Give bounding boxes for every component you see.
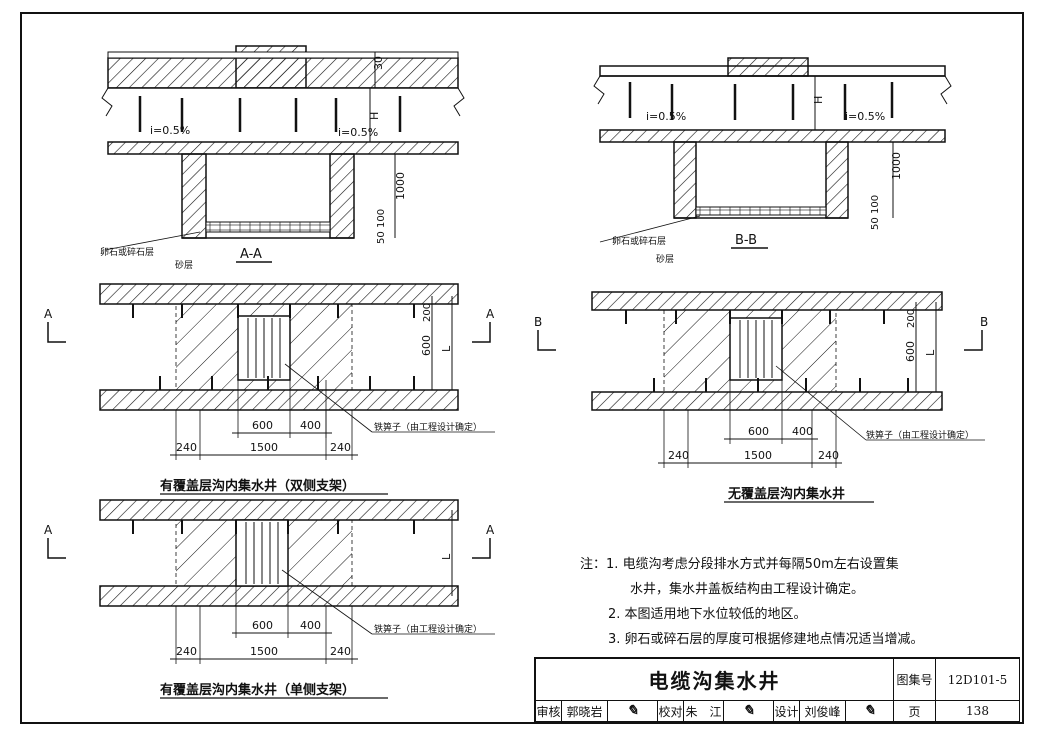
plan-double-support: 600 400 240 1500 240 200 600 L 铁箅子（由工程设计… <box>44 283 495 495</box>
page-label: 页 <box>894 701 936 722</box>
dim-l-plan1: L <box>440 345 453 352</box>
dim-h-label-bb: H <box>812 96 825 104</box>
dim-1500-plan3: 1500 <box>250 645 278 658</box>
design-signature: ✎ <box>846 701 894 722</box>
marker-a-right-plan1: A <box>486 307 495 321</box>
notes-prefix: 注： <box>580 557 607 572</box>
dim-600-plan3: 600 <box>252 619 273 632</box>
check-signature: ✎ <box>724 701 774 722</box>
grate-label-plan3: 铁箅子（由工程设计确定） <box>374 623 482 635</box>
marker-a-left-plan1: A <box>44 307 53 321</box>
dim-600-plan1: 600 <box>252 419 273 432</box>
check-label: 校对 <box>658 701 684 722</box>
dim-400-plan1: 400 <box>300 419 321 432</box>
dim-240-left-plan1: 240 <box>176 441 197 454</box>
section-bb: H 1000 100 50 i=0.5% i=0.5% 卵石或碎石层 砂层 B-… <box>593 57 952 265</box>
dim-1000-label-bb: 1000 <box>890 152 903 180</box>
dim-240-right-plan2: 240 <box>818 449 839 462</box>
dim-100-label: 100 <box>376 209 387 228</box>
dim-1000-label: 1000 <box>394 172 407 200</box>
dim-1500-plan2: 1500 <box>744 449 772 462</box>
notes-block: 注：1. 电缆沟考虑分段排水方式并每隔50m左右设置集 水井，集水井盖板结构由工… <box>580 552 924 652</box>
section-aa-label: A-A <box>240 247 262 262</box>
sand-label-bb: 砂层 <box>656 253 674 265</box>
grate-label-plan2: 铁箅子（由工程设计确定） <box>866 429 974 441</box>
dim-50-label: 50 <box>376 231 387 244</box>
slope-left-label: i=0.5% <box>150 124 190 137</box>
atlas-no-label: 图集号 <box>894 659 936 701</box>
drawing-title: 电缆沟集水井 <box>536 659 894 701</box>
note-1-line-1: 注：1. 电缆沟考虑分段排水方式并每隔50m左右设置集 <box>580 552 924 577</box>
dim-30-label: 30 <box>372 56 385 70</box>
review-label: 审核 <box>536 701 562 722</box>
plan-no-cover: 600 400 240 1500 240 200 600 L 铁箅子（由工程设计… <box>534 291 988 503</box>
dim-240-left-plan3: 240 <box>176 645 197 658</box>
note-1-text-2: 水井，集水井盖板结构由工程设计确定。 <box>630 582 865 597</box>
marker-b-left: B <box>534 315 542 329</box>
design-name: 刘俊峰 <box>800 701 846 722</box>
note-2: 2. 本图适用地下水位较低的地区。 <box>580 602 924 627</box>
drawing-frame <box>20 12 1024 724</box>
caption-single-support: 有覆盖层沟内集水井（单侧支架） <box>160 682 355 698</box>
marker-b-right: B <box>980 315 988 329</box>
page-no: 138 <box>936 701 1020 722</box>
note-3-num: 3. <box>608 632 621 647</box>
dim-200-plan2: 200 <box>906 309 917 328</box>
dim-1500-plan1: 1500 <box>250 441 278 454</box>
note-3: 3. 卵石或碎石层的厚度可根据修建地点情况适当增减。 <box>580 627 924 652</box>
caption-no-cover: 无覆盖层沟内集水井 <box>727 486 845 502</box>
sand-label-aa: 砂层 <box>175 259 193 271</box>
title-block: 电缆沟集水井 图集号 12D101-5 审核 郭晓岩 ✎ 校对 朱 江 ✎ 设计… <box>534 657 1020 722</box>
dim-100-label-bb: 100 <box>870 195 881 214</box>
dim-l-plan2: L <box>924 349 937 356</box>
note-3-text: 卵石或碎石层的厚度可根据修建地点情况适当增减。 <box>624 632 924 647</box>
dim-600-plan2: 600 <box>748 425 769 438</box>
dim-600v-plan2: 600 <box>904 341 917 362</box>
note-2-num: 2. <box>608 607 621 622</box>
slope-right-label-bb: i=0.5% <box>845 110 885 123</box>
dim-400-plan3: 400 <box>300 619 321 632</box>
review-name: 郭晓岩 <box>562 701 608 722</box>
gravel-label-bb: 卵石或碎石层 <box>612 235 666 247</box>
slope-left-label-bb: i=0.5% <box>646 110 686 123</box>
dim-l-plan3: L <box>440 553 453 560</box>
section-aa: 30 H 1000 100 50 i=0.5% i=0.5% 卵石或碎石层 砂层… <box>100 45 465 271</box>
dim-50-label-bb: 50 <box>870 217 881 230</box>
review-signature: ✎ <box>608 701 658 722</box>
grate-label-plan1: 铁箅子（由工程设计确定） <box>374 421 482 433</box>
plan-single-support: 600 400 240 1500 240 L 铁箅子（由工程设计确定） A A … <box>44 499 495 699</box>
note-1-text-1: 电缆沟考虑分段排水方式并每隔50m左右设置集 <box>622 557 899 572</box>
note-1-line-2: 水井，集水井盖板结构由工程设计确定。 <box>580 577 924 602</box>
dim-600v-plan1: 600 <box>420 335 433 356</box>
dim-240-right-plan1: 240 <box>330 441 351 454</box>
atlas-no: 12D101-5 <box>936 659 1020 701</box>
marker-a-right-plan3: A <box>486 523 495 537</box>
slope-right-label: i=0.5% <box>338 126 378 139</box>
check-name: 朱 江 <box>684 701 724 722</box>
dim-h-label: H <box>368 112 381 120</box>
dim-240-right-plan3: 240 <box>330 645 351 658</box>
gravel-label-aa: 卵石或碎石层 <box>100 246 154 258</box>
note-1-num: 1. <box>606 557 619 572</box>
section-bb-label: B-B <box>735 233 757 248</box>
dim-200-plan1: 200 <box>422 303 433 322</box>
caption-double-support: 有覆盖层沟内集水井（双侧支架） <box>160 478 355 494</box>
note-2-text: 本图适用地下水位较低的地区。 <box>624 607 807 622</box>
marker-a-left-plan3: A <box>44 523 53 537</box>
dim-400-plan2: 400 <box>792 425 813 438</box>
design-label: 设计 <box>774 701 800 722</box>
dim-240-left-plan2: 240 <box>668 449 689 462</box>
